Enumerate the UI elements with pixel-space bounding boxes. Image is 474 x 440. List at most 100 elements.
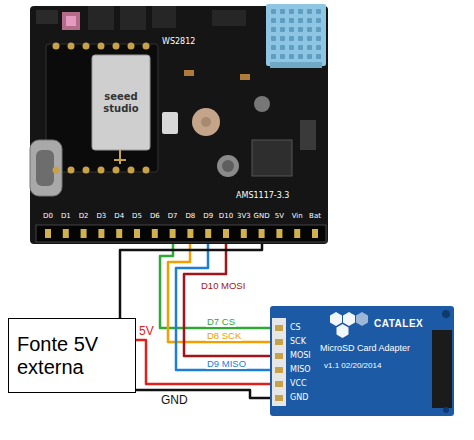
pin-header-part-part: [152, 229, 158, 238]
node-text: WS2812: [162, 38, 195, 47]
xiao-module-part-part: [128, 43, 135, 50]
xiao-module-part-part: [83, 43, 90, 50]
pin-label: D5: [132, 212, 142, 221]
wire: [136, 390, 270, 398]
wire: [184, 244, 270, 356]
xiao-module-part-part: [128, 167, 135, 174]
pin-header-part-part: [205, 229, 211, 238]
pin-label: D7: [168, 212, 178, 221]
xiao-module-part: [114, 150, 126, 164]
dht-sensor-part-part: [271, 36, 276, 41]
pin-label: D0: [43, 212, 53, 221]
pin-label: D8: [185, 212, 195, 221]
microsd-adapter-board-part: [270, 306, 454, 416]
pin-label: VCC: [290, 379, 307, 389]
pin-label: D4: [114, 212, 124, 221]
dht-sensor-part-part: [271, 18, 276, 23]
dht-sensor: [266, 4, 326, 68]
dht-sensor-part-part: [307, 45, 312, 50]
microsd-adapter-board-part-part: [343, 312, 355, 326]
xiao-module-part: [30, 140, 62, 196]
microsd-adapter-board-part-part: [330, 312, 342, 326]
xiao-module-part-part: [98, 167, 105, 174]
dht-sensor-part-part: [298, 36, 303, 41]
pin-label: 5V: [275, 212, 284, 221]
dht-sensor-part-part: [316, 18, 321, 23]
microsd-adapter-board-part-part: [275, 353, 283, 359]
pin-header-part-part: [294, 229, 300, 238]
wire: [136, 340, 270, 384]
microsd-adapter-board: [270, 306, 454, 416]
xiao-module-part-part: [113, 167, 120, 174]
pin-label: D10: [219, 212, 233, 221]
dht-sensor-part-part: [280, 54, 285, 59]
pin-label: CS: [290, 323, 301, 333]
microsd-adapter-board-part-part: [337, 324, 349, 338]
xiao-module-part-part: [143, 43, 150, 50]
pin-label: D2: [79, 212, 89, 221]
microsd-adapter-board-part-part: [356, 312, 368, 326]
pin-label: Bat: [309, 212, 321, 221]
wire-label: 5V: [138, 325, 155, 338]
pcb-board-part: [36, 10, 58, 24]
xiao-module-part-part: [53, 167, 60, 174]
microsd-adapter-board-part: [330, 312, 368, 338]
wire: [120, 244, 262, 318]
pin-header-part-part: [223, 229, 229, 238]
pin-label: D3: [96, 212, 106, 221]
dht-sensor-part-part: [289, 27, 294, 32]
board-components-part: [184, 70, 194, 76]
microsd-adapter-board-part: [272, 318, 286, 406]
xiao-module: [30, 43, 158, 197]
dht-sensor-part-part: [307, 9, 312, 14]
dht-sensor-part: [270, 62, 322, 68]
xiao-module-part-part: [68, 43, 75, 50]
node-text: Fonte 5V externa: [17, 333, 127, 379]
pcb-board-part: [120, 6, 146, 30]
pin-header-part-part: [170, 229, 176, 238]
dht-sensor-part-part: [298, 9, 303, 14]
xiao-module-part: [46, 44, 158, 172]
dht-sensor-part: [266, 4, 326, 66]
pin-label: D9: [203, 212, 213, 221]
dht-sensor-part-part: [280, 9, 285, 14]
pin-header-part-part: [259, 229, 265, 238]
board-components-part: [240, 74, 250, 80]
dht-sensor-part-part: [289, 9, 294, 14]
node-text: AMS1117-3.3: [236, 192, 289, 201]
dht-sensor-part-part: [316, 36, 321, 41]
dht-sensor-part-part: [298, 27, 303, 32]
wire-label: D10 MOSI: [200, 280, 246, 291]
pin-header-part-part: [81, 229, 87, 238]
microsd-adapter-board-part-part: [275, 339, 283, 345]
xiao-module-part-part: [83, 167, 90, 174]
microsd-adapter-board-part-part: [275, 381, 283, 387]
pin-label: SCK: [290, 337, 306, 347]
dht-sensor-part-part: [307, 54, 312, 59]
pin-header-part-part: [63, 229, 69, 238]
pin-label: 3V3: [237, 212, 251, 221]
board-components-part: [201, 117, 211, 127]
microsd-adapter-board-part-part: [275, 367, 283, 373]
pin-header-part-part: [276, 229, 282, 238]
dht-sensor-part-part: [307, 36, 312, 41]
pin-label: MOSI: [290, 351, 311, 361]
wire-label: D8 SCK: [206, 330, 242, 341]
dht-sensor-part-part: [316, 9, 321, 14]
pin-header-part-part: [116, 229, 122, 238]
pin-header-part: [45, 229, 318, 238]
microsd-adapter-board-part: [442, 310, 450, 318]
dht-sensor-part-part: [289, 45, 294, 50]
pcb-board-part: [152, 6, 176, 28]
pin-header-part-part: [134, 229, 140, 238]
pin-header-part: [36, 225, 326, 242]
pin-header-part-part: [45, 229, 51, 238]
dht-sensor-part-part: [271, 45, 276, 50]
dht-sensor-part: [271, 9, 321, 59]
board-components-part: [217, 155, 239, 177]
wire: [176, 244, 270, 370]
xiao-module-part-part: [98, 43, 105, 50]
wire-label: GND: [160, 394, 189, 407]
pin-header-part-part: [241, 229, 247, 238]
